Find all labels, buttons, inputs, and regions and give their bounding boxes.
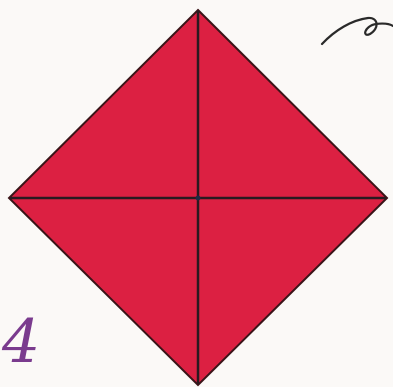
curved-arrow-icon [322, 18, 393, 44]
step-number: 4 [2, 312, 40, 372]
center-point [196, 196, 201, 201]
